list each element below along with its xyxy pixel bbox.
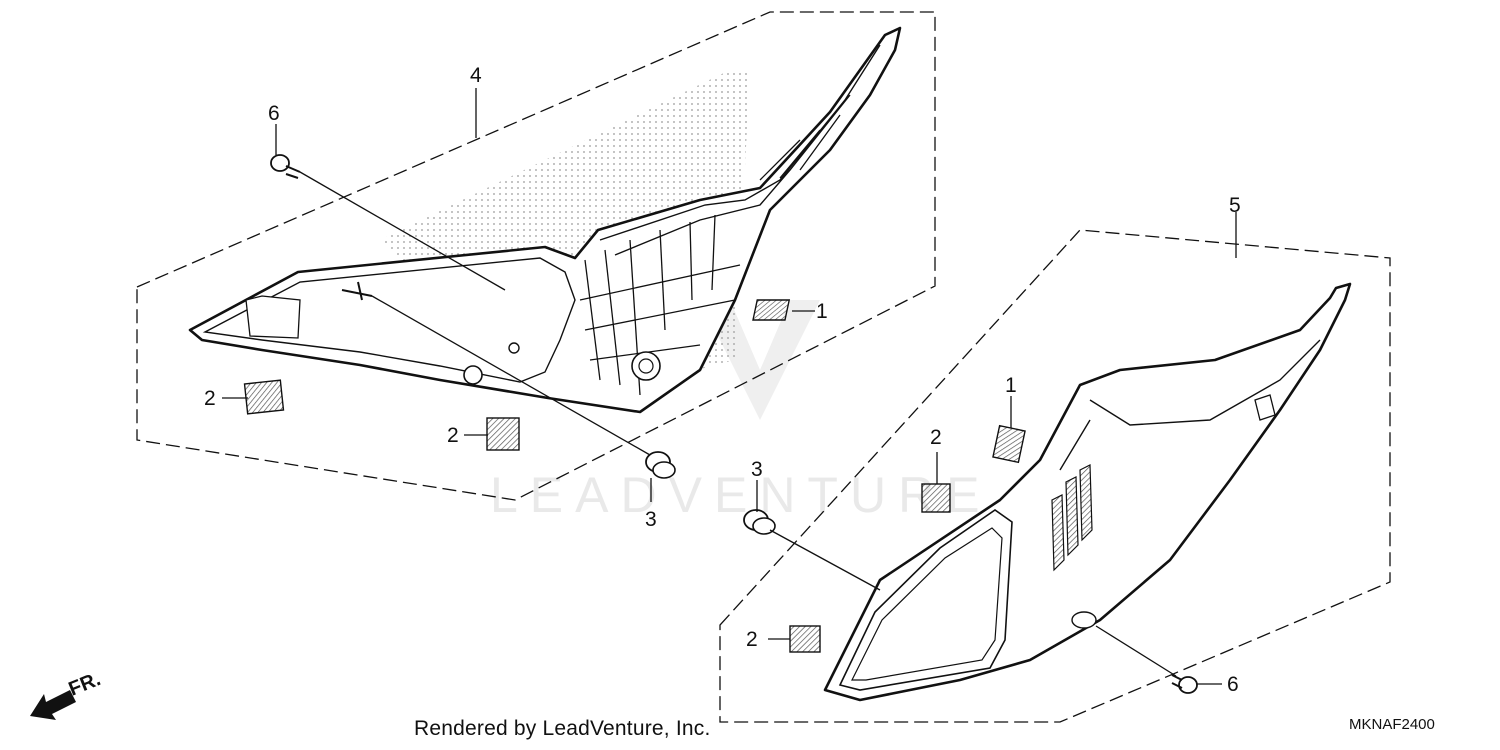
cover-inner-edge xyxy=(202,257,576,383)
callout-5: 5 xyxy=(1229,194,1241,217)
part-4-left-side-cover[interactable] xyxy=(188,26,902,414)
pad-body xyxy=(243,379,285,415)
part-5-right-side-cover[interactable] xyxy=(823,282,1352,702)
callout-2-d: 2 xyxy=(746,628,758,651)
pad-body xyxy=(752,299,791,321)
bolt-head xyxy=(270,154,290,172)
bolt-head xyxy=(1178,676,1198,694)
cover-panel-tab xyxy=(245,295,301,339)
part-2-pad-a[interactable] xyxy=(243,379,285,415)
callout-4: 4 xyxy=(470,64,482,87)
watermark-text: LEADVENTURE xyxy=(490,467,992,523)
callout-numbers: 4 6 1 2 2 3 5 1 2 3 2 6 xyxy=(204,64,1241,696)
front-label: FR. xyxy=(66,668,104,700)
cover-window xyxy=(838,509,1013,691)
part-3-grommet-left[interactable] xyxy=(645,451,676,479)
cover-outline xyxy=(188,26,902,414)
front-arrow-icon xyxy=(30,690,76,720)
callout-3-right: 3 xyxy=(751,458,763,481)
callout-1-right: 1 xyxy=(1005,374,1017,397)
callout-3-left: 3 xyxy=(645,508,657,531)
cover-rear-frame xyxy=(599,44,881,256)
part-6-bolt-right[interactable] xyxy=(1171,674,1198,694)
part-3-grommet-right[interactable] xyxy=(743,509,776,535)
callout-6-left: 6 xyxy=(268,102,280,125)
pad-body xyxy=(921,483,951,513)
callout-2-b: 2 xyxy=(447,424,459,447)
cover-boss-inner xyxy=(638,358,654,374)
cover-hole xyxy=(508,342,520,354)
part-6-bolt-left[interactable] xyxy=(270,154,301,179)
bolt-shank xyxy=(285,165,301,179)
cover-lower-hole xyxy=(1071,611,1097,629)
front-direction-indicator: FR. xyxy=(30,668,104,720)
part-1-pad-right[interactable] xyxy=(992,424,1026,464)
group-outline-part-5 xyxy=(719,229,1391,723)
callout-6-right: 6 xyxy=(1227,673,1239,696)
part-1-pad-left[interactable] xyxy=(752,299,791,321)
callout-2-c: 2 xyxy=(930,426,942,449)
grommet-cap xyxy=(752,517,776,535)
cover-vent-slots xyxy=(1051,464,1093,572)
group-outline-part-4 xyxy=(136,11,936,501)
grommet-cap xyxy=(652,461,676,479)
rendered-by-credit: Rendered by LeadVenture, Inc. xyxy=(414,717,711,740)
bolt-shank xyxy=(1171,674,1183,689)
cover-window-inner xyxy=(851,527,1003,681)
cover-pin xyxy=(341,281,373,301)
part-2-pad-d[interactable] xyxy=(789,625,821,653)
diagram-code: MKNAF2400 xyxy=(1349,716,1435,733)
cover-ribs xyxy=(579,114,841,396)
part-2-pad-c[interactable] xyxy=(921,483,951,513)
part-2-pad-b[interactable] xyxy=(486,417,520,451)
cover-grommet-socket xyxy=(463,365,483,385)
cover-tab xyxy=(1254,394,1276,421)
cover-top-edge xyxy=(1059,339,1321,471)
pad-body xyxy=(486,417,520,451)
pad-body xyxy=(992,424,1026,464)
pad-body xyxy=(789,625,821,653)
callout-2-a: 2 xyxy=(204,387,216,410)
callout-1-left: 1 xyxy=(816,300,828,323)
leader-lines xyxy=(222,88,1237,685)
